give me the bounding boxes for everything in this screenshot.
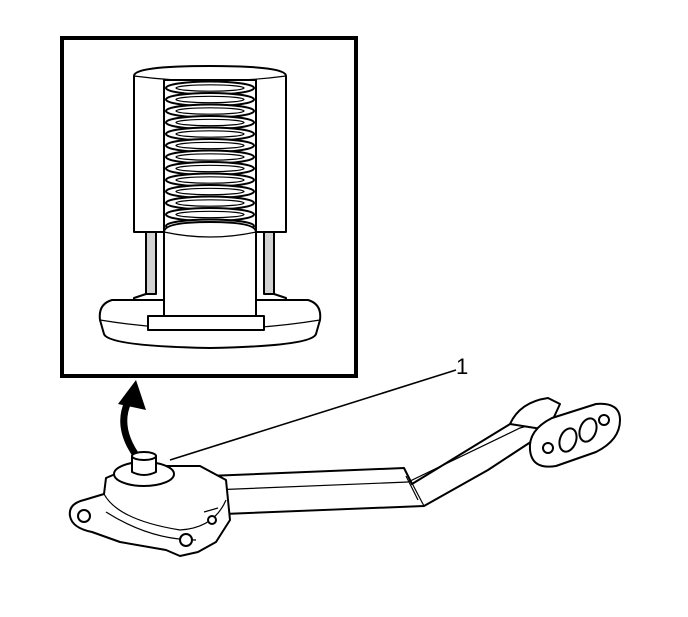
pump-cover [68, 451, 231, 557]
spring-coil-inner [175, 176, 245, 184]
spring-coil-inner [175, 95, 245, 104]
spring-coil-inner [175, 84, 245, 92]
callout-number: 1 [456, 354, 469, 379]
callout-leader-line [169, 369, 457, 461]
detail-inset [60, 36, 358, 378]
spring-coil-inner [175, 187, 245, 196]
spring-coil-inner [175, 118, 245, 127]
spring-coil-inner [175, 141, 245, 150]
spring-coil-inner [175, 153, 245, 161]
spring-coil-inner [175, 130, 245, 138]
pickup-tube [207, 397, 561, 515]
spring-coil-inner [175, 210, 245, 219]
coil-spring [165, 80, 255, 234]
detail-arrow [118, 380, 146, 462]
valve-plunger [147, 221, 265, 331]
spring-coil-inner [175, 107, 245, 115]
spring-coil-inner [175, 199, 245, 207]
spring-coil-inner [175, 164, 245, 173]
outlet-flange [528, 402, 621, 468]
